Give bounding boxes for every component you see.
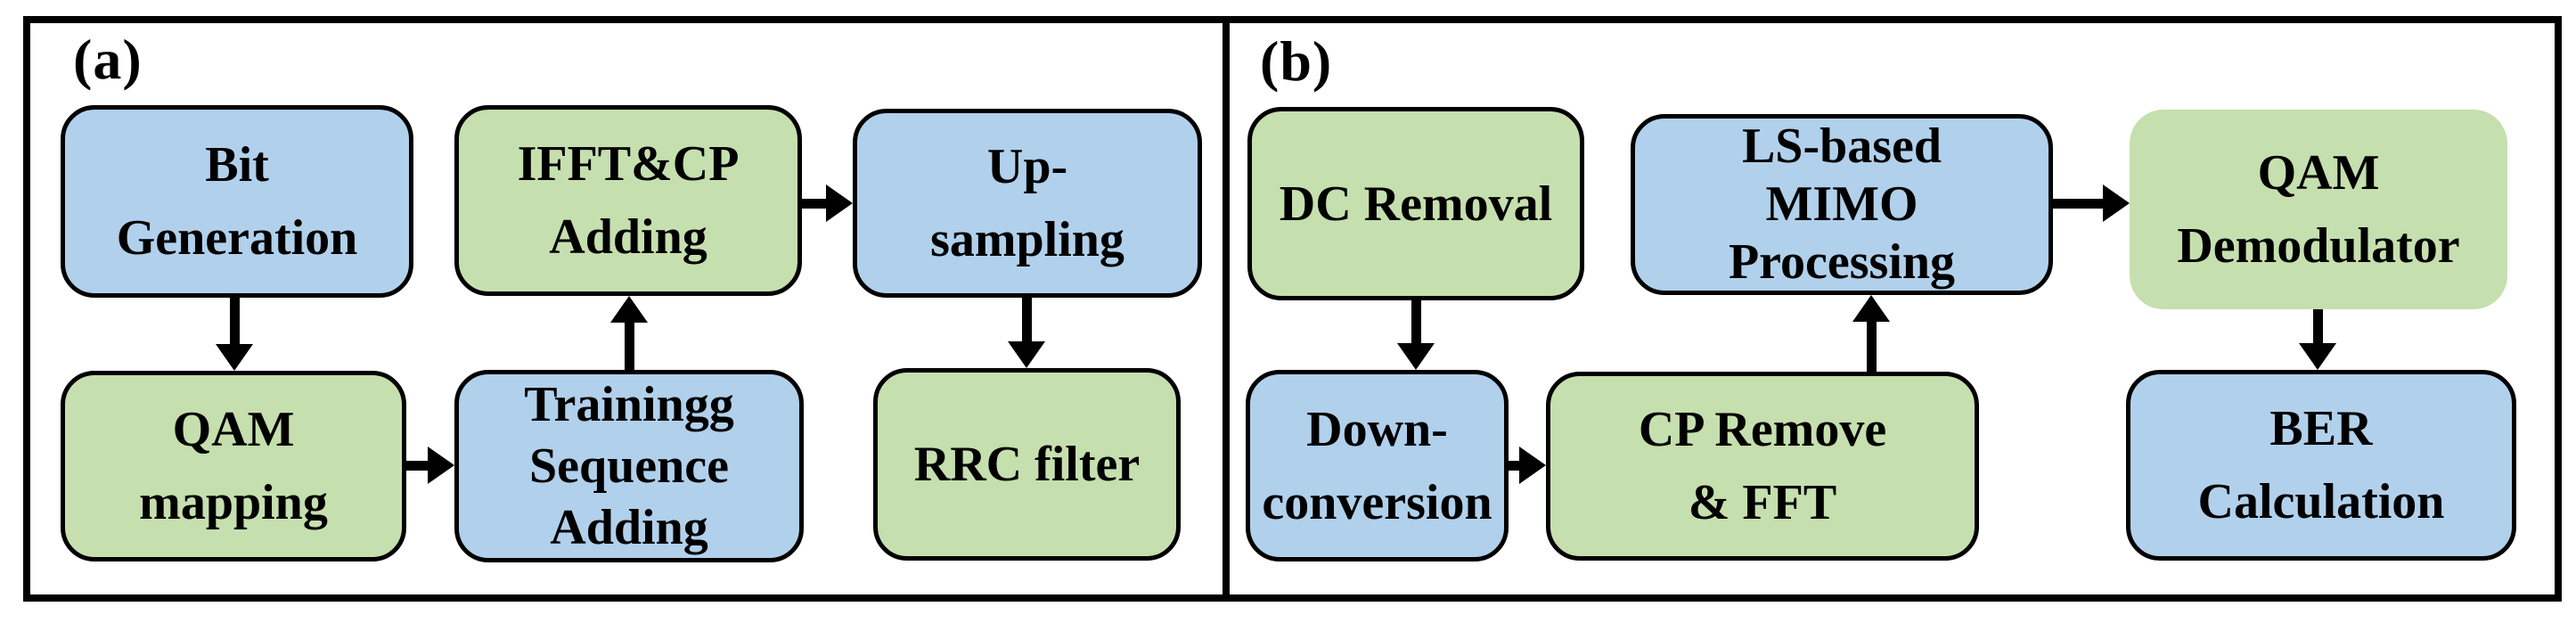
arrow-bitgeneration-to-qammapping [216,344,253,371]
node-label-line: Demodulator [2177,218,2460,274]
node-down-conversion: Down-conversion [1246,370,1509,562]
node-label-line: & FFT [1688,475,1837,530]
arrow-bitgeneration-to-qammapping [229,298,240,346]
arrow-ifftcp-to-upsampling [802,198,828,209]
arrow-dcremoval-to-downconversion [1411,300,1421,345]
arrow-qamdemodulator-to-bercalculation [2312,309,2323,345]
arrow-downconversion-to-cpremove [1519,447,1546,484]
arrow-trainingsequence-to-ifftcp [624,321,634,370]
node-ifft-cp-adding: IFFT&CP Adding [454,105,802,296]
node-label-line: QAM [172,402,295,457]
arrow-qammapping-to-trainingsequence [428,447,454,484]
node-label-line: Bit [205,137,269,193]
node-label-line: MIMO [1765,176,1918,232]
arrow-qammapping-to-trainingsequence [406,460,429,471]
node-label-line: Adding [549,209,707,265]
node-dc-removal: DC Removal [1247,107,1584,300]
panel-a-label: (a) [73,28,143,91]
arrow-cpremove-to-lsmimo [1852,295,1890,322]
node-label-line: conversion [1262,474,1492,530]
arrow-qamdemodulator-to-bercalculation [2299,343,2336,370]
arrow-trainingsequence-to-ifftcp [610,296,648,323]
node-label-line: LS-based [1741,119,1942,174]
node-ber-calculation: BER Calculation [2126,370,2516,561]
node-qam-demodulator: QAM Demodulator [2130,110,2507,309]
node-label-line: Trainingg [524,376,734,432]
arrow-downconversion-to-cpremove [1509,460,1521,471]
arrow-upsampling-to-rrcfilter [1008,341,1045,368]
arrow-lsmimo-to-qamdemodulator [2103,184,2130,222]
node-label-line: Processing [1728,234,1956,290]
node-label-line: QAM [2257,145,2380,201]
node-label-line: Adding [550,499,708,555]
node-label-line: CP Remove [1638,402,1887,457]
node-label-line: Generation [116,210,358,266]
arrow-lsmimo-to-qamdemodulator [2053,198,2105,209]
node-label-line: Up- [986,139,1068,194]
arrow-upsampling-to-rrcfilter [1021,298,1032,343]
node-label-line: Down- [1306,401,1448,457]
arrow-cpremove-to-lsmimo [1866,320,1877,372]
node-label-line: Calculation [2197,474,2445,529]
node-cp-remove-fft: CP Remove & FFT [1546,372,1979,561]
node-label-line: BER [2269,401,2373,456]
node-label-line: Sequence [529,438,729,494]
node-label-line: IFFT&CP [517,136,740,192]
node-label-line: mapping [139,475,328,530]
node-label-line: DC Removal [1279,176,1553,232]
figure-frame [23,16,2562,602]
node-label-line: sampling [930,212,1124,267]
panel-divider [1223,16,1230,602]
node-up-sampling: Up-sampling [853,109,1202,298]
arrow-ifftcp-to-upsampling [826,184,853,222]
panel-b-label: (b) [1260,29,1333,93]
arrow-dcremoval-to-downconversion [1397,343,1435,370]
node-rrc-filter: RRC filter [873,368,1181,561]
node-label-line: RRC filter [913,437,1141,492]
node-qam-mapping: QAM mapping [61,371,406,562]
